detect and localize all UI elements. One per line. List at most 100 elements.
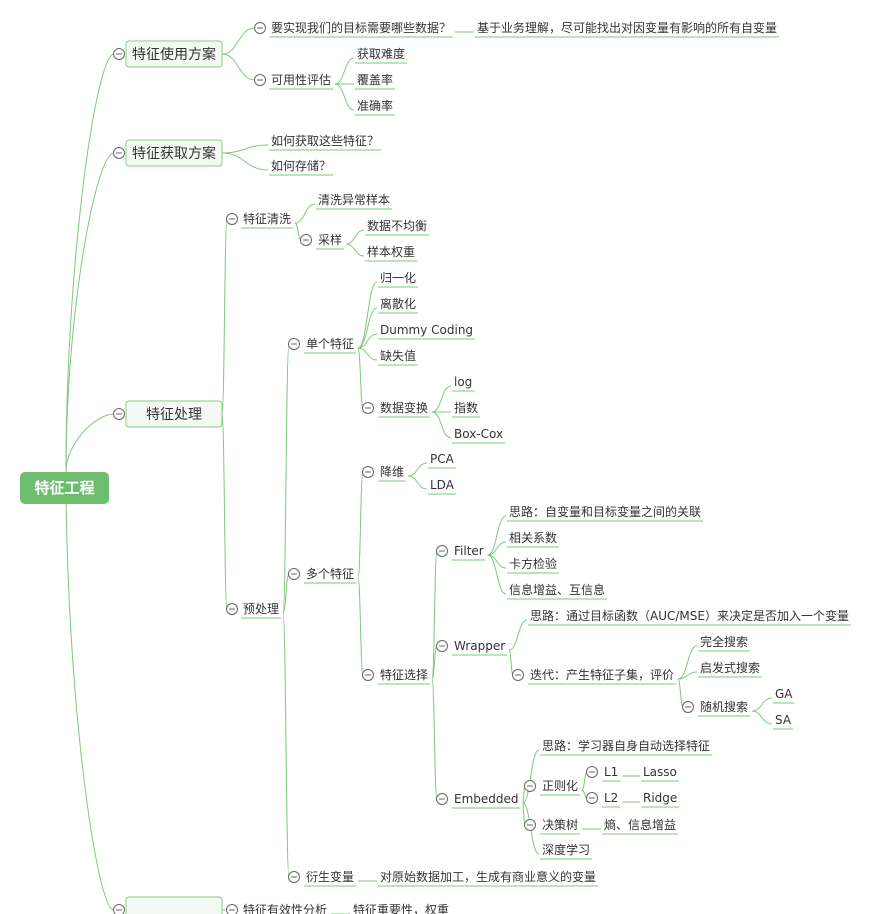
collapse-toggle-icon[interactable] <box>362 466 374 478</box>
edge-sel-emb <box>431 678 438 800</box>
collapse-toggle-icon[interactable] <box>226 603 238 615</box>
node-w2b[interactable]: 启发式搜索 <box>698 660 763 678</box>
node-f3[interactable]: 卡方检验 <box>507 556 560 574</box>
node-lasso[interactable]: Lasso <box>641 765 679 782</box>
node-s3[interactable]: Dummy Coding <box>378 323 476 340</box>
node-mon1[interactable]: 特征有效性分析 <box>226 902 330 914</box>
node-dim[interactable]: 降维 <box>362 465 407 482</box>
node-samp[interactable]: 采样 <box>300 232 345 250</box>
node-label-clean1: 清洗异常样本 <box>318 192 390 207</box>
collapse-toggle-icon[interactable] <box>362 402 374 414</box>
node-usage2a[interactable]: 获取难度 <box>355 46 408 64</box>
node-s1[interactable]: 归一化 <box>378 271 419 288</box>
node-label-s3: Dummy Coding <box>380 323 473 337</box>
node-t2[interactable]: 指数 <box>452 400 481 418</box>
topic-box-proc[interactable] <box>125 400 223 428</box>
collapse-toggle-icon[interactable] <box>113 408 125 420</box>
collapse-toggle-icon[interactable] <box>288 338 300 350</box>
node-multi[interactable]: 多个特征 <box>288 566 357 584</box>
collapse-toggle-icon[interactable] <box>362 669 374 681</box>
node-deep[interactable]: 深度学习 <box>540 842 593 860</box>
node-d2[interactable]: LDA <box>428 478 456 495</box>
node-single[interactable]: 单个特征 <box>288 336 357 354</box>
node-sa[interactable]: SA <box>773 713 794 730</box>
node-trans[interactable]: 数据变换 <box>362 400 431 418</box>
node-s2[interactable]: 离散化 <box>378 296 419 314</box>
collapse-toggle-icon[interactable] <box>524 819 536 831</box>
collapse-toggle-icon[interactable] <box>512 669 524 681</box>
node-w1[interactable]: 思路：通过目标函数（AUC/MSE）来决定是否加入一个变量 <box>528 608 851 626</box>
node-label-samp2: 样本权重 <box>367 244 415 259</box>
collapse-toggle-icon[interactable] <box>436 640 448 652</box>
topic-box-acq[interactable] <box>125 139 223 167</box>
node-acq1[interactable]: 如何获取这些特征？ <box>269 133 382 151</box>
collapse-toggle-icon[interactable] <box>436 545 448 557</box>
node-w2a[interactable]: 完全搜索 <box>698 634 751 652</box>
collapse-toggle-icon[interactable] <box>254 74 266 86</box>
collapse-toggle-icon[interactable] <box>113 147 125 159</box>
node-tree[interactable]: 决策树 <box>524 817 581 835</box>
node-usage2c[interactable]: 准确率 <box>355 98 396 116</box>
node-t3[interactable]: Box-Cox <box>452 427 506 444</box>
topic-box-usage[interactable] <box>125 40 223 68</box>
node-emb[interactable]: Embedded <box>436 792 521 809</box>
node-e1[interactable]: 思路：学习器自身自动选择特征 <box>540 738 713 756</box>
collapse-toggle-icon[interactable] <box>254 22 266 34</box>
node-clean1[interactable]: 清洗异常样本 <box>316 192 393 210</box>
node-der[interactable]: 衍生变量 <box>288 869 357 887</box>
node-t1[interactable]: log <box>452 375 475 392</box>
node-label-ga: GA <box>775 687 793 701</box>
node-acq[interactable]: 特征获取方案 <box>113 139 223 167</box>
node-ridge[interactable]: Ridge <box>641 791 680 808</box>
node-f4[interactable]: 信息增益、互信息 <box>507 582 608 600</box>
node-clean[interactable]: 特征清洗 <box>226 211 294 229</box>
node-l1[interactable]: L1 <box>586 765 621 782</box>
node-wrap[interactable]: Wrapper <box>436 639 508 656</box>
collapse-toggle-icon[interactable] <box>436 793 448 805</box>
node-usage1[interactable]: 要实现我们的目标需要哪些数据？ <box>254 20 454 38</box>
node-monitor[interactable] <box>113 896 223 914</box>
node-acq2[interactable]: 如何存储？ <box>269 158 334 176</box>
collapse-toggle-icon[interactable] <box>682 701 694 713</box>
node-mon1a[interactable]: 特征重要性，权重 <box>351 902 451 914</box>
root-box[interactable] <box>20 472 109 504</box>
node-ga[interactable]: GA <box>773 687 795 704</box>
collapse-toggle-icon[interactable] <box>586 766 598 778</box>
node-usage1a[interactable]: 基于业务理解，尽可能找出对因变量有影响的所有自变量 <box>475 20 780 38</box>
node-f1[interactable]: 思路：自变量和目标变量之间的关联 <box>507 504 704 522</box>
node-samp2[interactable]: 样本权重 <box>365 244 418 262</box>
collapse-toggle-icon[interactable] <box>288 568 300 580</box>
node-d1[interactable]: PCA <box>428 452 456 469</box>
node-reg[interactable]: 正则化 <box>524 779 581 796</box>
topic-box-monitor[interactable] <box>125 896 223 914</box>
collapse-toggle-icon[interactable] <box>288 871 300 883</box>
node-samp1[interactable]: 数据不均衡 <box>365 218 430 236</box>
node-usage[interactable]: 特征使用方案 <box>113 40 223 68</box>
collapse-toggle-icon[interactable] <box>226 904 238 914</box>
node-filter[interactable]: Filter <box>436 544 486 561</box>
edge-filter-f1 <box>487 515 507 556</box>
edge-single-s2 <box>357 307 378 349</box>
collapse-toggle-icon[interactable] <box>113 48 125 60</box>
node-label-mon1a: 特征重要性，权重 <box>353 902 449 914</box>
collapse-toggle-icon[interactable] <box>586 792 598 804</box>
collapse-toggle-icon[interactable] <box>113 904 125 914</box>
node-tree1[interactable]: 熵、信息增益 <box>602 817 679 835</box>
node-proc[interactable]: 特征处理 <box>113 400 223 428</box>
node-usage2[interactable]: 可用性评估 <box>254 73 334 90</box>
node-s4[interactable]: 缺失值 <box>378 348 419 366</box>
collapse-toggle-icon[interactable] <box>524 780 536 792</box>
node-w2c[interactable]: 随机搜索 <box>682 699 751 717</box>
node-pre[interactable]: 预处理 <box>226 602 282 619</box>
edge-single-s4 <box>357 347 378 361</box>
collapse-toggle-icon[interactable] <box>226 213 238 225</box>
edge-w2c-ga <box>751 697 773 712</box>
node-w2[interactable]: 迭代：产生特征子集，评价 <box>512 667 677 685</box>
collapse-toggle-icon[interactable] <box>300 234 312 246</box>
node-der1[interactable]: 对原始数据加工，生成有商业意义的变量 <box>378 869 599 887</box>
node-root[interactable]: 特征工程 <box>20 472 109 504</box>
node-l2[interactable]: L2 <box>586 791 621 808</box>
node-sel[interactable]: 特征选择 <box>362 667 431 685</box>
node-f2[interactable]: 相关系数 <box>507 530 560 548</box>
node-usage2b[interactable]: 覆盖率 <box>355 72 396 90</box>
